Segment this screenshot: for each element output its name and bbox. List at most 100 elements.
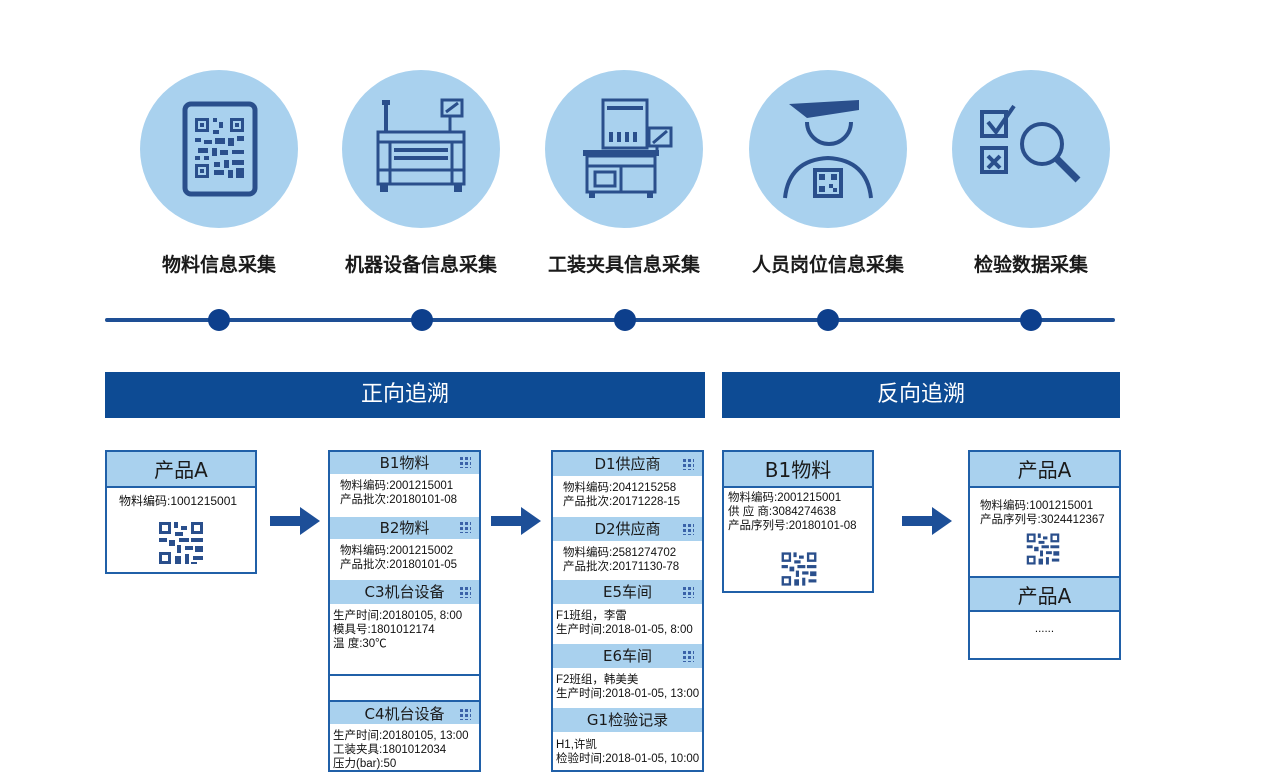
section-title: D2供应商 [594,520,661,538]
section-title: B1物料 [379,454,430,472]
detail-line: 产品序列号:20180101-08 [728,520,857,532]
section-body: H1,许凯 检验时间:2018-01-05, 10:00 [553,732,702,766]
qr-code-icon [681,522,694,535]
detail-line: 生产时间:2018-01-05, 8:00 [556,624,693,636]
forward-column-2: B1物料 物料编码:2001215001 产品批次:20180101-08 B2… [328,450,481,772]
section-title: D1供应商 [594,455,661,473]
category-label-material: 物料信息采集 [161,254,276,276]
timeline-dot [411,309,433,331]
category-label-machine: 机器设备信息采集 [344,254,497,276]
detail-line: 生产时间:20180105, 13:00 [333,730,469,742]
card-title: 产品A [970,452,1119,488]
qr-code-icon [159,522,203,564]
category-label-inspection: 检验数据采集 [973,254,1088,276]
card-title: B1物料 [724,452,872,488]
ellipsis-text: ...... [1034,623,1055,635]
section-body: F2班组，韩美美 生产时间:2018-01-05, 13:00 [553,668,702,708]
qr-code-icon [681,649,694,662]
fixture-icon [583,98,673,198]
qr-code-icon [681,585,694,598]
section-body: 物料编码:2581274702 产品批次:20171130-78 [553,541,702,580]
qr-code-icon [458,707,471,720]
section-title: G1检验记录 [586,711,669,729]
qr-code-icon [458,455,471,468]
card-body: 物料编码:2001215001 供 应 商:3084274638 产品序列号:2… [724,488,872,533]
section-title: E5车间 [602,583,653,601]
section-title: E6车间 [602,647,653,665]
detail-line: 物料编码:2041215258 [563,482,677,494]
detail-line: 物料编码:2001215002 [340,545,454,557]
detail-line: 产品批次:20171130-78 [563,561,680,573]
section-title: B2物料 [379,519,430,537]
timeline-dot [208,309,230,331]
section-body: F1班组，李雷 生产时间:2018-01-05, 8:00 [553,604,702,644]
forward-trace-banner: 正向追溯 [105,372,705,418]
card-title: 产品A [970,576,1119,612]
detail-line: F2班组，韩美美 [556,674,639,686]
inspection-circle [952,70,1110,228]
section-body: 物料编码:2041215258 产品批次:20171228-15 [553,476,702,517]
timeline-dot [817,309,839,331]
reverse-trace-banner: 反向追溯 [722,372,1120,418]
reverse-material-card: B1物料 物料编码:2001215001 供 应 商:3084274638 产品… [722,450,874,593]
spacer [330,676,479,700]
qr-code-icon [1026,533,1060,565]
machine-circle [342,70,500,228]
section-header-d1: D1供应商 [553,452,702,476]
category-label-worker: 人员岗位信息采集 [751,254,904,276]
section-header-b1: B1物料 [330,452,479,474]
inspection-icon [980,104,1081,183]
detail-line: F1班组，李雷 [556,610,627,622]
arrow-right-icon [491,507,541,535]
section-header-d2: D2供应商 [553,517,702,541]
detail-line: 物料编码:2581274702 [563,547,677,559]
detail-line: 产品批次:20180101-05 [340,559,457,571]
qr-code-icon [182,101,258,197]
section-body: 生产时间:20180105, 8:00 模具号:1801012174 温 度:3… [330,604,479,676]
section-title: C3机台设备 [364,583,445,601]
fixture-circle [545,70,703,228]
section-header-b2: B2物料 [330,517,479,539]
category-label-fixture: 工装夹具信息采集 [547,254,700,276]
detail-line: 物料编码:1001215001 [980,500,1094,512]
timeline-dot [1020,309,1042,331]
qr-code-icon [458,585,471,598]
detail-line: 产品批次:20180101-08 [340,494,457,506]
worker-circle [749,70,907,228]
material-circle [140,70,298,228]
arrow-right-icon [902,507,952,535]
section-header-g1: G1检验记录 [553,708,702,732]
qr-code-icon [458,520,471,533]
section-body: 生产时间:20180105, 13:00 工装夹具:1801012034 压力(… [330,724,479,771]
section-body: 物料编码:2001215002 产品批次:20180101-05 [330,539,479,580]
card-body: 物料编码:1001215001 产品序列号:3024412367 [970,488,1119,576]
qr-code-icon [781,552,817,586]
detail-line: 模具号:1801012174 [333,624,435,636]
worker-icon [783,100,873,199]
detail-line: 物料编码:2001215001 [728,492,842,504]
detail-line: 供 应 商:3084274638 [728,506,837,518]
section-header-e6: E6车间 [553,644,702,668]
card-line: 物料编码:1001215001 [119,494,238,508]
detail-line: 产品批次:20171228-15 [563,496,680,508]
detail-line: 工装夹具:1801012034 [333,744,447,756]
section-title: C4机台设备 [364,705,445,723]
section-header-c3: C3机台设备 [330,580,479,604]
timeline [105,318,1115,322]
section-header-e5: E5车间 [553,580,702,604]
forward-product-card: 产品A 物料编码:1001215001 [105,450,257,574]
detail-line: 生产时间:2018-01-05, 13:00 [556,688,700,700]
detail-line: 生产时间:20180105, 8:00 [333,610,463,622]
detail-line: 压力(bar):50 [333,758,397,770]
detail-line: 温 度:30℃ [333,638,387,650]
detail-line: 物料编码:2001215001 [340,480,454,492]
qr-code-icon [681,457,694,470]
detail-line: 产品序列号:3024412367 [980,514,1105,526]
card-title: 产品A [107,452,255,488]
machine-icon [376,98,466,192]
arrow-right-icon [270,507,320,535]
section-header-c4: C4机台设备 [330,700,479,724]
timeline-dot [614,309,636,331]
detail-line: 检验时间:2018-01-05, 10:00 [556,753,700,765]
forward-column-3: D1供应商 物料编码:2041215258 产品批次:20171228-15 D… [551,450,704,772]
